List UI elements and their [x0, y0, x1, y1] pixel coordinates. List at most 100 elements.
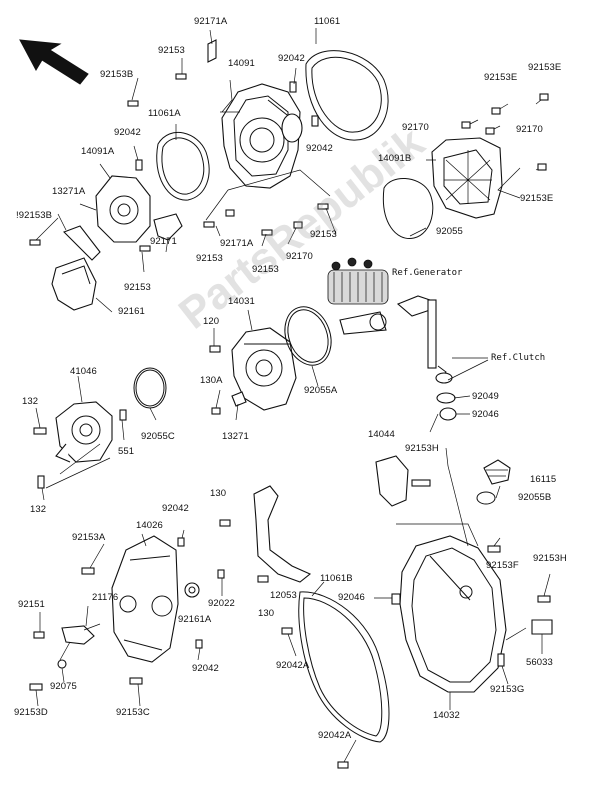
part-label: 92042A: [318, 730, 352, 741]
part-label: 92046: [338, 592, 365, 603]
cover-14044: [375, 455, 431, 507]
part-label: 92022: [208, 598, 235, 609]
part-label: 92161: [118, 306, 145, 317]
part-label: 12053: [270, 590, 297, 601]
part-label: 11061A: [148, 108, 181, 119]
part-label: 11061: [314, 16, 341, 27]
part-label: 14091A: [81, 146, 115, 157]
part-label: 92153E: [528, 62, 562, 73]
part-label: !92153B: [16, 210, 53, 221]
part-label: 92042A: [276, 660, 310, 671]
generator-assembly: [327, 257, 389, 335]
part-label: 14091B: [378, 153, 412, 164]
part-label: 92042: [306, 143, 333, 154]
part-label: 92042: [114, 127, 141, 138]
part-label: 92075: [50, 681, 77, 692]
generator-cover-14091: [221, 83, 303, 189]
part-label: 14044: [368, 429, 395, 440]
part-label: 92170: [516, 124, 543, 135]
part-label: 551: [118, 446, 135, 457]
sensor-21176: [57, 623, 101, 669]
part-label: 92153E: [484, 72, 518, 83]
part-label: 92171: [150, 236, 177, 247]
part-label: 16115: [530, 474, 557, 485]
part-label: 92151: [18, 599, 45, 610]
part-label: 92153: [310, 229, 337, 240]
bolts-water-pump: [33, 375, 157, 501]
cover-14026: [111, 535, 179, 663]
cover-92161: [51, 257, 97, 311]
cover-14031: [231, 327, 297, 411]
washer-92161A: [184, 582, 200, 598]
part-label: 120: [203, 316, 220, 327]
part-label: 92055C: [141, 431, 175, 442]
part-label: 41046: [70, 366, 97, 377]
bolts-clutch-cover: [281, 413, 551, 769]
part-label: 56033: [526, 657, 553, 668]
plate-56033: [531, 619, 553, 635]
water-pump-41046: [55, 401, 113, 463]
part-label: 14032: [433, 710, 460, 721]
part-label: 92153: [124, 282, 151, 293]
part-label: 92153G: [490, 684, 525, 695]
part-label: 92153E: [520, 193, 554, 204]
part-13271: [231, 391, 247, 407]
part-label: 92171A: [220, 238, 254, 249]
plug-16115: [476, 459, 511, 505]
part-label: 92153A: [72, 532, 106, 543]
part-label: 92042: [162, 503, 189, 514]
part-label: 92153: [158, 45, 185, 56]
bolts-lower-left: [29, 529, 225, 707]
gasket-11061A: [156, 132, 210, 201]
part-label: 13271A: [52, 186, 86, 197]
oring-92055C: [133, 367, 167, 409]
part-label: 21176: [92, 592, 119, 603]
part-label: 92153H: [405, 443, 439, 454]
part-label: 130: [210, 488, 227, 499]
part-label: 92170: [402, 122, 429, 133]
leader-lines-top: [35, 28, 521, 313]
part-label: 14091: [228, 58, 255, 69]
bolts-center: [209, 309, 319, 421]
part-label: 92046: [472, 409, 499, 420]
part-label: 132: [30, 504, 47, 515]
part-label: 14031: [228, 296, 255, 307]
clip-92171: [153, 213, 183, 241]
part-label: 92153B: [100, 69, 134, 80]
cover-13271A: [63, 225, 101, 261]
part-label: 92055B: [518, 492, 552, 503]
ref-generator-label: Ref.Generator: [392, 268, 463, 278]
part-label: 92042: [192, 663, 219, 674]
part-label: 92055: [436, 226, 463, 237]
part-label: 92049: [472, 391, 499, 402]
part-label: 11061B: [320, 573, 353, 584]
cover-14091A: [95, 175, 151, 243]
bolts-top-right: [461, 93, 549, 171]
part-label: 132: [22, 396, 39, 407]
part-label: 13271: [222, 431, 249, 442]
bolts-generator-group: [29, 39, 329, 252]
front-direction-arrow-icon: [19, 39, 89, 85]
guide-12053: [219, 485, 312, 583]
cover-14091B: [431, 137, 503, 219]
gasket-92055: [382, 178, 434, 239]
part-label: 92153C: [116, 707, 150, 718]
gasket-11061B: [298, 591, 390, 743]
part-label: 14026: [136, 520, 163, 531]
part-label: 92153H: [533, 553, 567, 564]
clutch-rod-assembly: [396, 295, 489, 421]
part-label: 92170: [286, 251, 313, 262]
part-label: 92171A: [194, 16, 228, 27]
part-label: 92153D: [14, 707, 48, 718]
ref-clutch-label: Ref.Clutch: [491, 353, 546, 363]
part-label: 130: [258, 608, 275, 619]
part-label: 92042: [278, 53, 305, 64]
oring-92055A: [284, 306, 332, 366]
part-label: 130A: [200, 375, 223, 386]
part-label: 92161A: [178, 614, 212, 625]
part-label: 92153F: [486, 560, 519, 571]
clutch-cover-14032: [399, 535, 507, 693]
part-label: 92055A: [304, 385, 338, 396]
part-label: 92153: [252, 264, 279, 275]
